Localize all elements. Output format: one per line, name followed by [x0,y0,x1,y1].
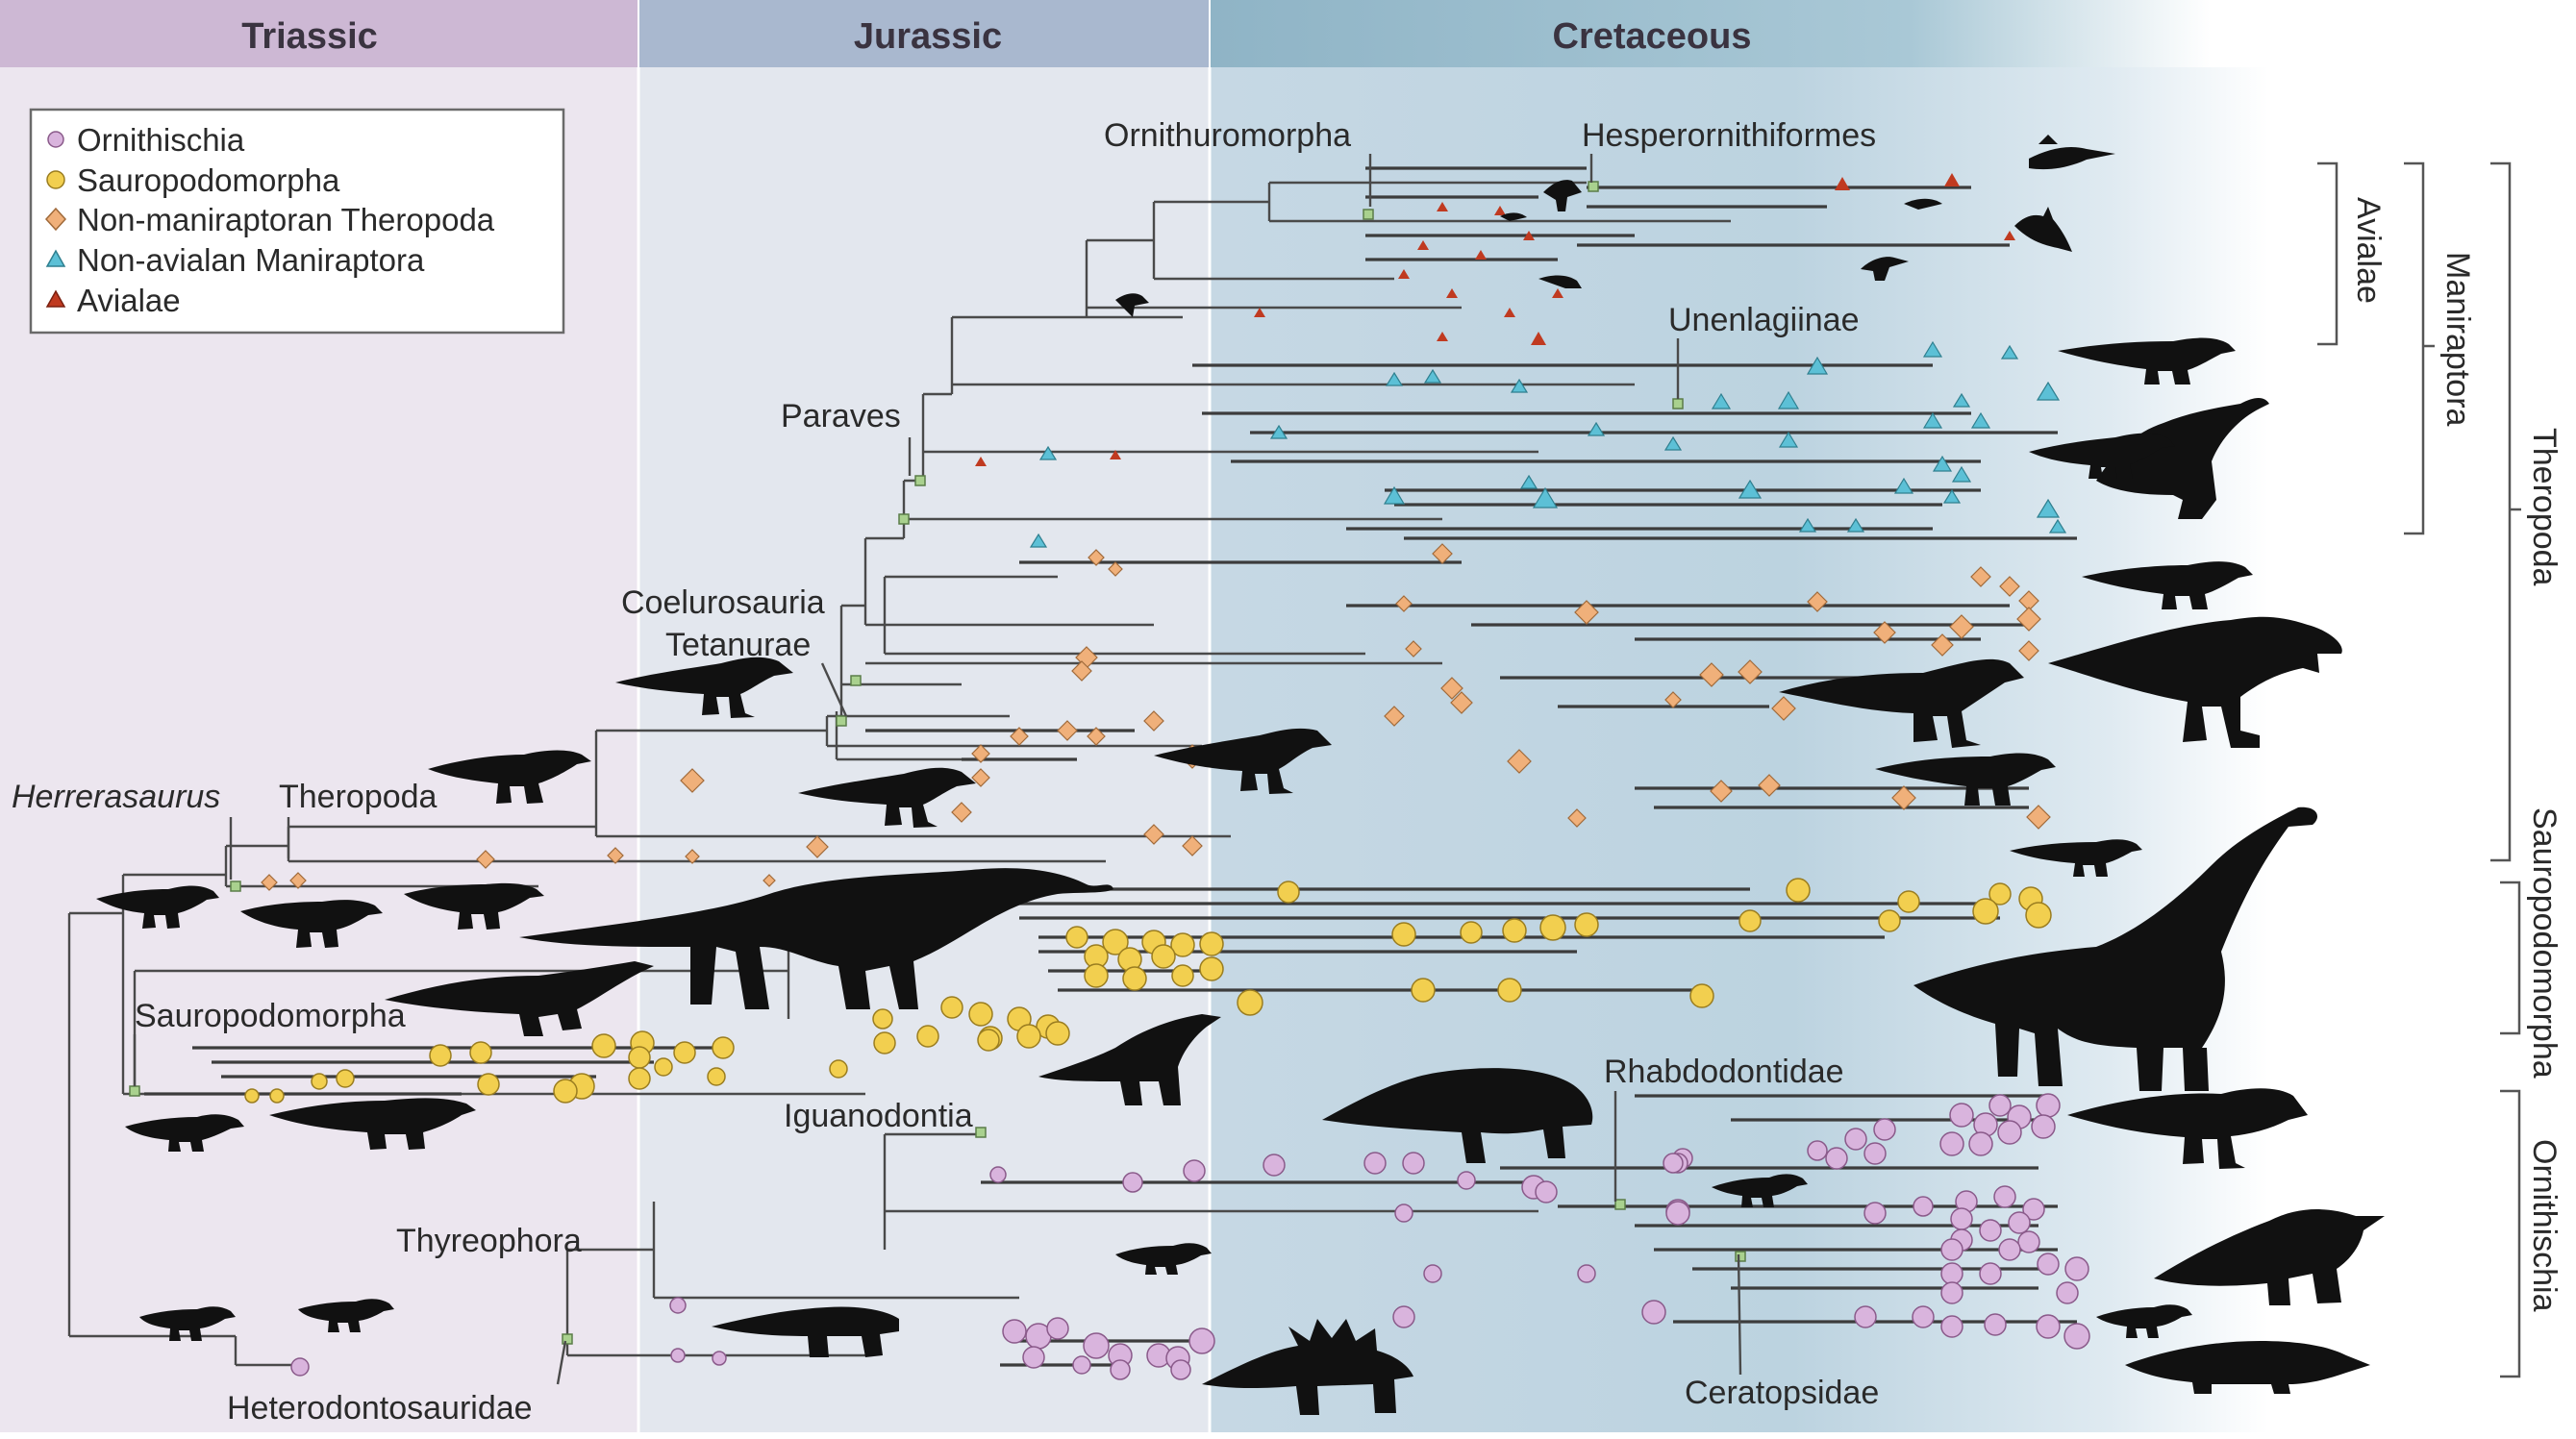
label-sauropodomorpha: Sauropodomorpha [135,998,406,1034]
side-brackets: Avialae Maniraptora Theropoda Sauropodom… [2317,163,2563,1377]
legend-label-maniraptora: Non-avialan Maniraptora [77,242,425,278]
period-jurassic: Jurassic [854,16,1002,57]
bracket-avialae: Avialae [2350,197,2387,304]
label-unenlagiinae: Unenlagiinae [1668,302,1860,338]
legend-label-theropoda: Non-maniraptoran Theropoda [77,202,495,237]
label-thyreophora: Thyreophora [396,1223,582,1259]
legend-symbol-sauropodomorpha [47,171,64,188]
bracket-maniraptora: Maniraptora [2439,252,2476,427]
jurassic-band [639,67,1209,1432]
label-herrerasaurus: Herrerasaurus [12,779,220,815]
legend: Ornithischia Sauropodomorpha Non-manirap… [31,110,563,333]
label-iguanodontia: Iguanodontia [784,1098,973,1134]
legend-label-avialae: Avialae [77,283,181,318]
label-theropoda: Theropoda [279,779,438,815]
legend-label-ornithischia: Ornithischia [77,122,245,158]
label-coelurosauria: Coelurosauria [621,584,825,621]
label-heterodontosauridae: Heterodontosauridae [227,1390,533,1427]
bracket-sauropodomorpha: Sauropodomorpha [2526,807,2563,1079]
bracket-theropoda: Theropoda [2526,428,2563,586]
legend-label-sauropodomorpha: Sauropodomorpha [77,162,340,198]
label-hesperornithiformes: Hesperornithiformes [1582,117,1876,154]
label-ceratopsidae: Ceratopsidae [1685,1375,1879,1411]
cretaceous-band [1211,67,2268,1432]
legend-symbol-ornithischia [48,132,63,147]
bracket-ornithischia: Ornithischia [2526,1139,2563,1312]
period-triassic: Triassic [241,16,378,57]
period-cretaceous: Cretaceous [1553,16,1752,57]
label-paraves: Paraves [781,398,901,434]
label-rhabdodontidae: Rhabdodontidae [1604,1054,1844,1090]
label-tetanurae: Tetanurae [665,627,811,663]
label-ornithuromorpha: Ornithuromorpha [1104,117,1351,154]
